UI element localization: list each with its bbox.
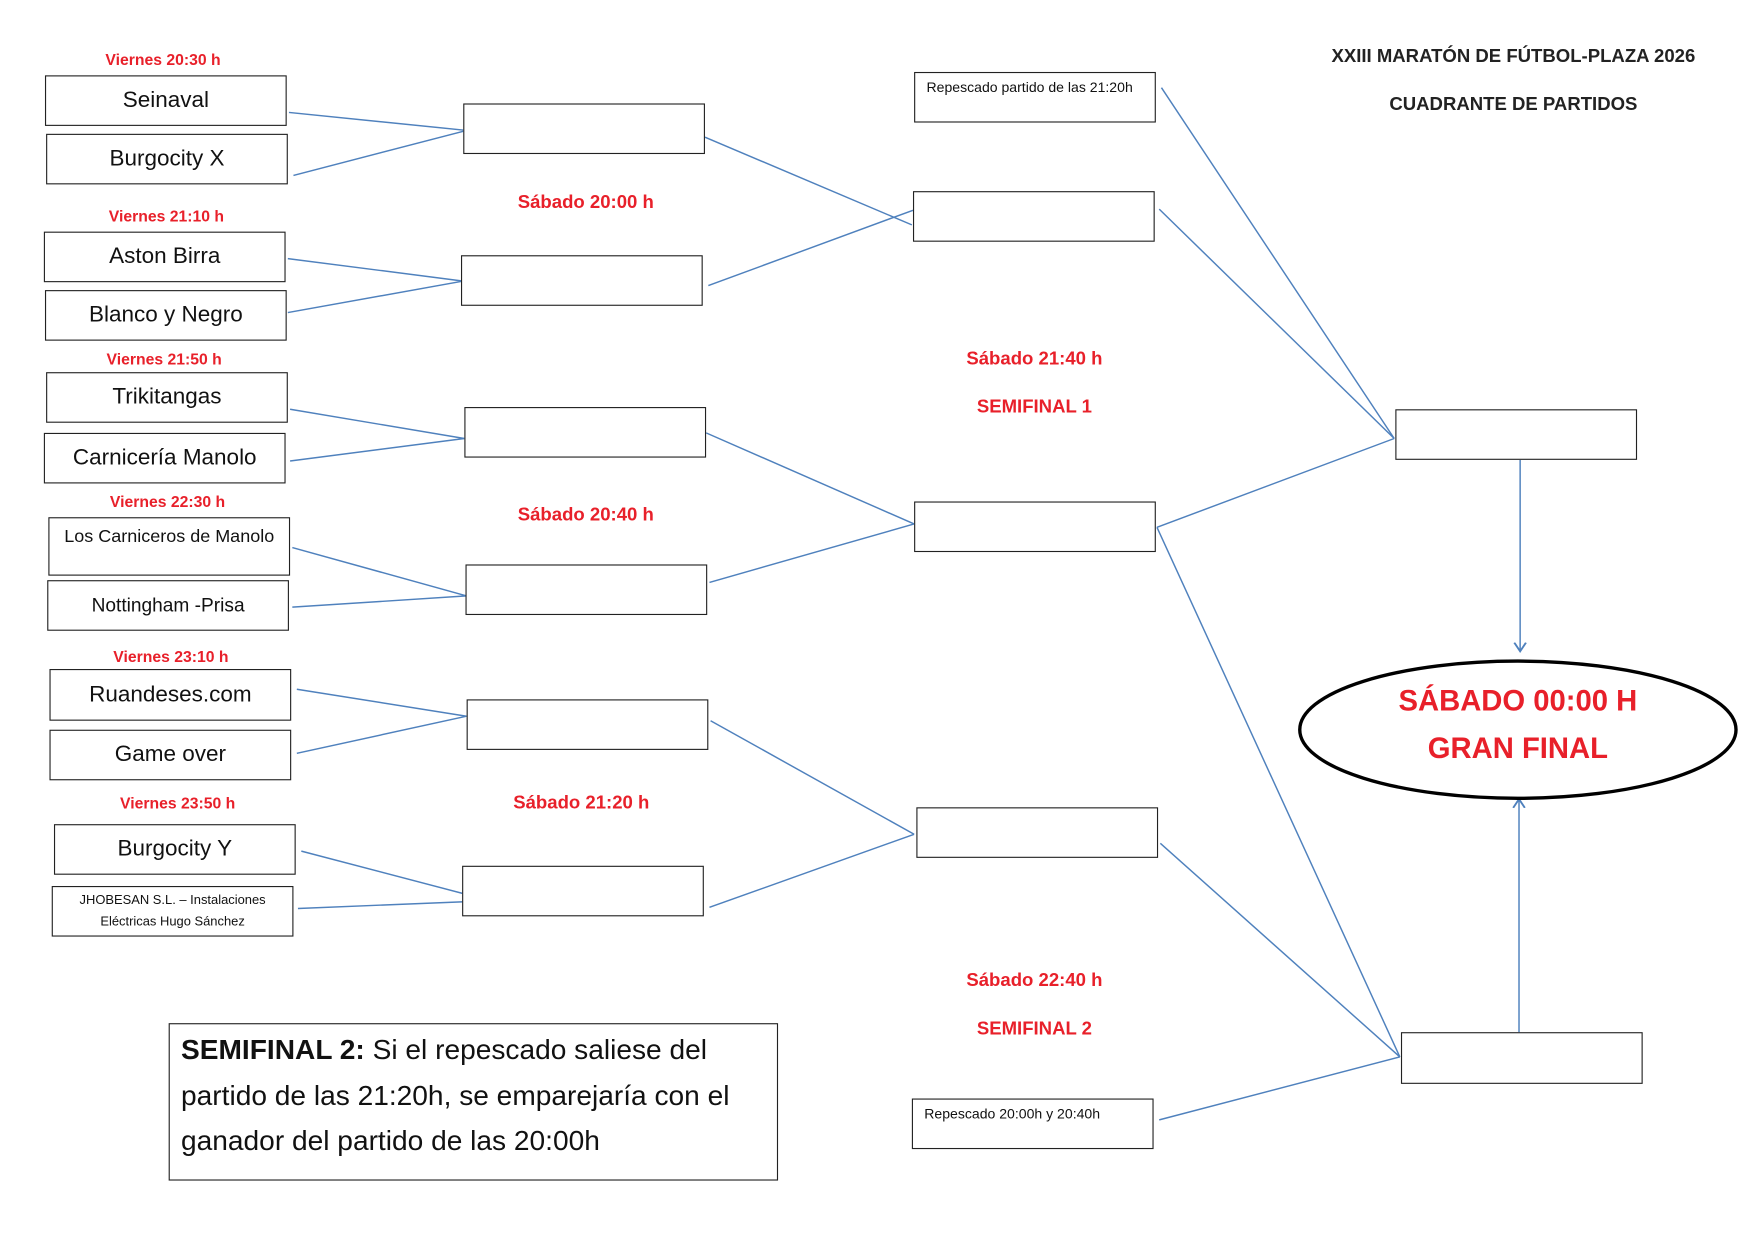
match-time-label: Viernes 21:50 h [106,349,222,368]
connector-line [288,111,467,132]
page-subtitle: CUADRANTE DE PARTIDOS [1389,94,1638,115]
team-box: Nottingham -Prisa [47,580,289,631]
semifinal-2-time: Sábado 22:40 h [966,970,1103,991]
round-time-label: Sábado 20:00 h [517,192,654,213]
winner-box [465,564,708,616]
match-time-label: Viernes 23:50 h [120,793,236,812]
repescado-box: Repescado partido de las 21:20h [914,71,1156,123]
connector-line [287,280,464,314]
final-time: SÁBADO 00:00 H [1398,683,1638,718]
connector-line [289,408,465,440]
match-time-label: Viernes 20:30 h [105,50,221,69]
final-ellipse [1298,659,1738,800]
final-label: GRAN FINAL [1427,730,1609,765]
page-title: XXIII MARATÓN DE FÚTBOL-PLAZA 2026 [1331,46,1696,67]
connector-line [704,136,913,226]
connector-line [1160,87,1395,439]
quarter-winner-box [916,807,1159,858]
connector-line [296,688,467,717]
team-box: Burgocity Y [53,824,296,875]
repescado-box: Repescado 20:00h y 20:40h [911,1098,1154,1150]
winner-box [462,865,704,917]
team-box: Los Carniceros de Manolo [48,517,291,576]
team-box: Ruandeses.com [49,668,292,721]
team-box: Burgocity X [46,133,288,185]
winner-box [460,255,703,306]
team-box: Game over [49,729,292,781]
team-box: Trikitangas [46,372,288,423]
winner-box [463,103,705,155]
match-time-label: Viernes 22:30 h [109,492,226,511]
winner-box [464,407,707,458]
note-line: SEMIFINAL 2: Si el repescado saliese del [181,1028,766,1074]
connector-line [709,523,915,584]
note-heading: SEMIFINAL 2: [181,1034,365,1066]
note-text: Si el repescado saliese del [372,1034,708,1066]
semifinal-2-note: SEMIFINAL 2: Si el repescado saliese del… [168,1023,779,1181]
round-time-label: Sábado 20:40 h [517,504,654,526]
semifinal-2-winner-box [1400,1032,1643,1084]
team-box: JHOBESAN S.L. – Instalaciones Eléctricas… [51,885,294,937]
match-time-label: Viernes 23:10 h [113,647,229,666]
connector-line [1156,527,1401,1058]
semifinal-2-label: SEMIFINAL 2 [976,1018,1092,1039]
connector-line [296,715,467,755]
team-box: Seinaval [44,75,287,126]
connector-line [293,129,467,177]
connector-line [1159,1056,1401,1121]
team-box: Blanco y Negro [44,290,287,341]
quarter-winner-box [914,501,1156,553]
team-box: Aston Birra [43,231,286,283]
note-line: partido de las 21:20h, se emparejaría co… [181,1079,730,1112]
connector-line [292,595,467,608]
note-line: ganador del partido de las 20:00h [181,1125,600,1157]
round-time-label: Sábado 21:20 h [513,792,650,813]
quarter-winner-box [912,191,1155,242]
semifinal-1-label: SEMIFINAL 1 [976,396,1092,418]
connector-line [709,833,915,909]
connector-line [289,437,465,462]
connector-line [1158,208,1395,440]
winner-box [466,699,709,750]
semifinal-1-time: Sábado 21:40 h [966,348,1103,369]
connector-line [287,257,464,282]
connector-line [292,546,467,597]
connector-line [301,850,465,895]
connector-line [705,432,915,525]
connector-line [710,720,915,835]
match-time-label: Viernes 21:10 h [108,206,225,225]
connector-line [297,901,465,910]
connector-line [1159,842,1401,1058]
connector-line [1156,437,1395,529]
semifinal-1-winner-box [1395,409,1638,460]
team-box: Carnicería Manolo [43,432,286,484]
connector-line [708,209,914,287]
